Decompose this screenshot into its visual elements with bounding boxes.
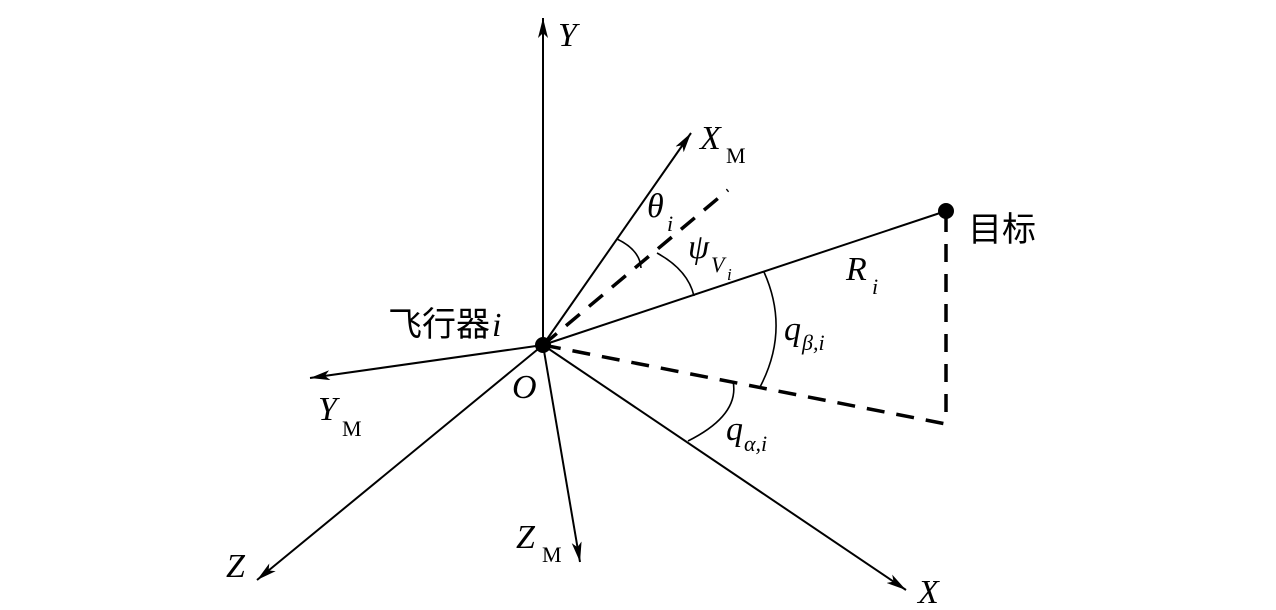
zm-axis-label: Z bbox=[516, 519, 536, 556]
q-alpha-label: q bbox=[726, 411, 743, 448]
psi-arc bbox=[656, 252, 695, 297]
zm-axis-subscript: M bbox=[542, 542, 562, 567]
xm-axis-label: X bbox=[698, 120, 722, 157]
q-alpha-arc bbox=[687, 380, 735, 442]
z-axis bbox=[256, 344, 544, 581]
x-axis bbox=[542, 344, 907, 591]
theta-label: θ bbox=[647, 188, 664, 225]
theta-subscript: i bbox=[667, 211, 673, 236]
r-label: R bbox=[845, 251, 867, 288]
q-alpha-subscript: α,i bbox=[744, 431, 767, 456]
psi-label: ψ bbox=[688, 229, 710, 266]
target-label: 目标 bbox=[968, 210, 1036, 250]
origin-point bbox=[535, 337, 551, 353]
theta-arc bbox=[616, 238, 642, 269]
psi-sub-subscript: i bbox=[727, 265, 732, 284]
aircraft-index: i bbox=[492, 307, 501, 344]
ym-axis-subscript: M bbox=[342, 416, 362, 441]
q-beta-subscript: β,i bbox=[801, 330, 825, 355]
ym-axis-label: Y bbox=[318, 391, 340, 428]
r-subscript: i bbox=[872, 274, 878, 299]
aircraft-label: 飞行器 bbox=[388, 305, 490, 345]
horizontal-projection-dashed-line bbox=[542, 343, 947, 426]
zm-axis bbox=[542, 344, 582, 563]
z-axis-label: Z bbox=[226, 548, 246, 585]
xm-axis-subscript: M bbox=[726, 143, 746, 168]
ym-axis bbox=[309, 344, 544, 381]
psi-subscript: V bbox=[711, 252, 727, 277]
target-point bbox=[938, 203, 954, 219]
origin-label: O bbox=[512, 369, 537, 406]
x-axis-label: X bbox=[916, 574, 940, 610]
velocity-projection-dashed-line bbox=[541, 188, 730, 347]
q-beta-label: q bbox=[784, 311, 801, 348]
line-of-sight bbox=[542, 210, 947, 346]
y-axis-label: Y bbox=[558, 17, 580, 54]
q-beta-arc bbox=[759, 271, 777, 388]
